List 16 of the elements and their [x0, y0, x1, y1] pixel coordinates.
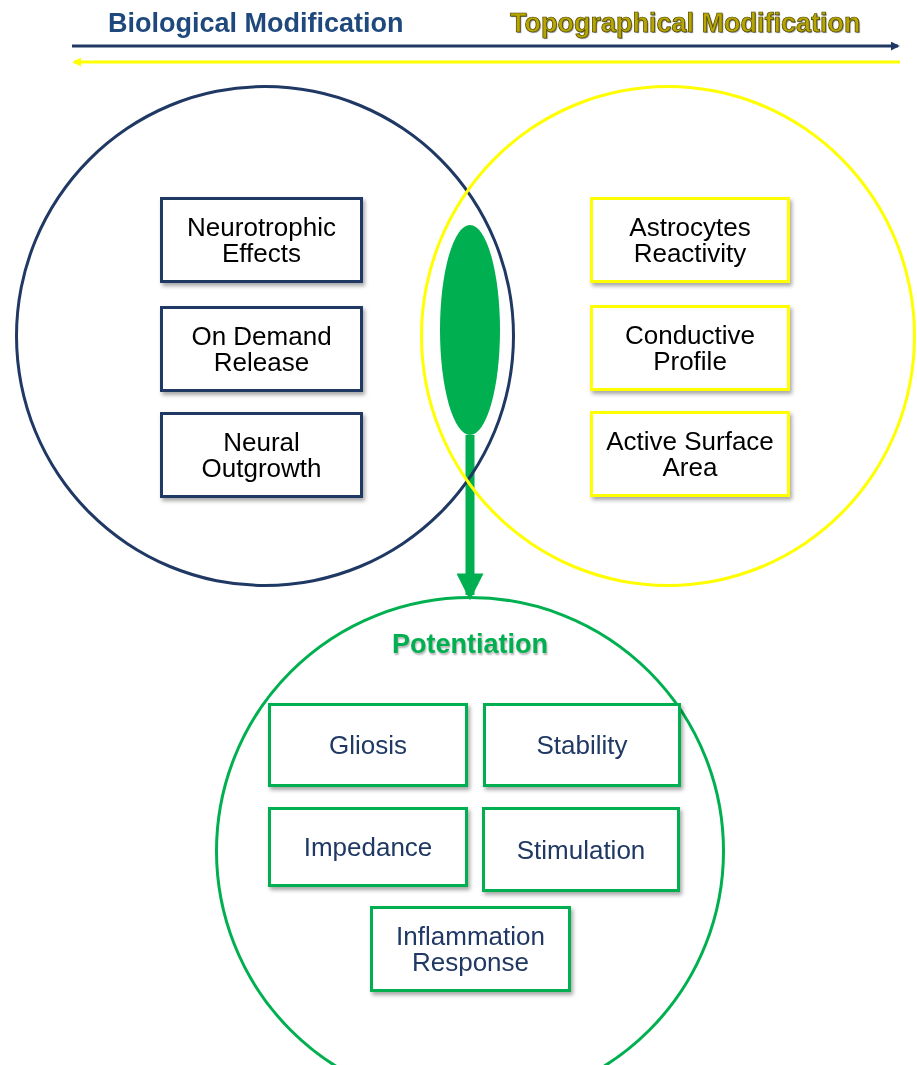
text-box: On Demand Release — [160, 306, 363, 392]
axis-heading: Biological Modification — [108, 8, 404, 39]
text-box: Gliosis — [268, 703, 468, 787]
text-box: Astrocytes Reactivity — [590, 197, 790, 283]
text-box: Inflammation Response — [370, 906, 571, 992]
text-box: Stability — [483, 703, 681, 787]
text-box: Conductive Profile — [590, 305, 790, 391]
leaf-shape — [440, 225, 500, 435]
axis-heading: Topographical Modification — [510, 8, 861, 39]
text-box: Neurotrophic Effects — [160, 197, 363, 283]
text-box: Neural Outgrowth — [160, 412, 363, 498]
text-box: Stimulation — [482, 807, 680, 892]
text-box: Active Surface Area — [590, 411, 790, 497]
text-box: Impedance — [268, 807, 468, 887]
circle-group — [215, 596, 725, 1065]
group-heading: Potentiation — [391, 629, 549, 660]
